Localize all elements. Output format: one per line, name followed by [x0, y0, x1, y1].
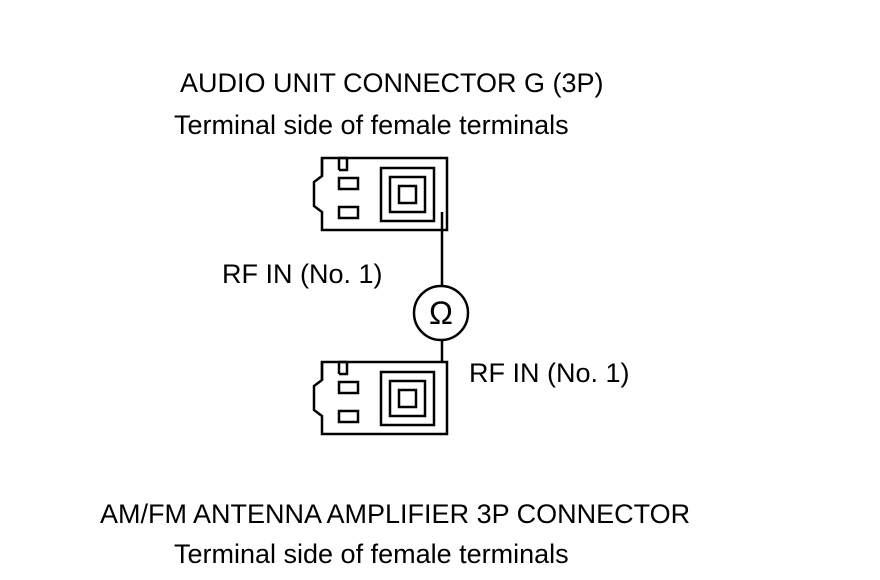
- top-connector-icon: [312, 156, 449, 232]
- top-connector-terminal-pin: [397, 184, 418, 205]
- bottom-connector-terminal-outer: [379, 370, 436, 427]
- bottom-pin-label: RF IN (No. 1): [469, 358, 630, 388]
- bottom-connector-pin-slot-2: [337, 409, 360, 424]
- bottom-connector-subtitle: Terminal side of female terminals: [174, 539, 569, 569]
- bottom-connector-terminal-pin: [397, 388, 418, 409]
- top-connector-terminal-inner: [388, 175, 427, 214]
- ohmmeter-symbol: Ω: [429, 295, 453, 331]
- top-connector-latch: [320, 156, 349, 176]
- top-connector-terminal-outer: [379, 166, 436, 223]
- bottom-connector-latch: [320, 360, 349, 380]
- ohmmeter-icon: Ω: [412, 284, 470, 342]
- top-connector-pin-slot-2: [337, 205, 360, 220]
- bottom-connector-title: AM/FM ANTENNA AMPLIFIER 3P CONNECTOR: [100, 499, 691, 529]
- top-connector-body: [312, 156, 449, 232]
- top-connector-pin-slot-1: [337, 176, 360, 191]
- bottom-connector-icon: [312, 360, 449, 436]
- top-connector-title: AUDIO UNIT CONNECTOR G (3P): [180, 68, 604, 98]
- bottom-connector-body: [312, 360, 449, 436]
- top-connector-subtitle: Terminal side of female terminals: [174, 110, 569, 140]
- bottom-connector-pin-slot-1: [337, 380, 360, 395]
- bottom-connector-terminal-inner: [388, 379, 427, 418]
- top-pin-label: RF IN (No. 1): [222, 259, 383, 289]
- ohmmeter-circle: [412, 284, 470, 342]
